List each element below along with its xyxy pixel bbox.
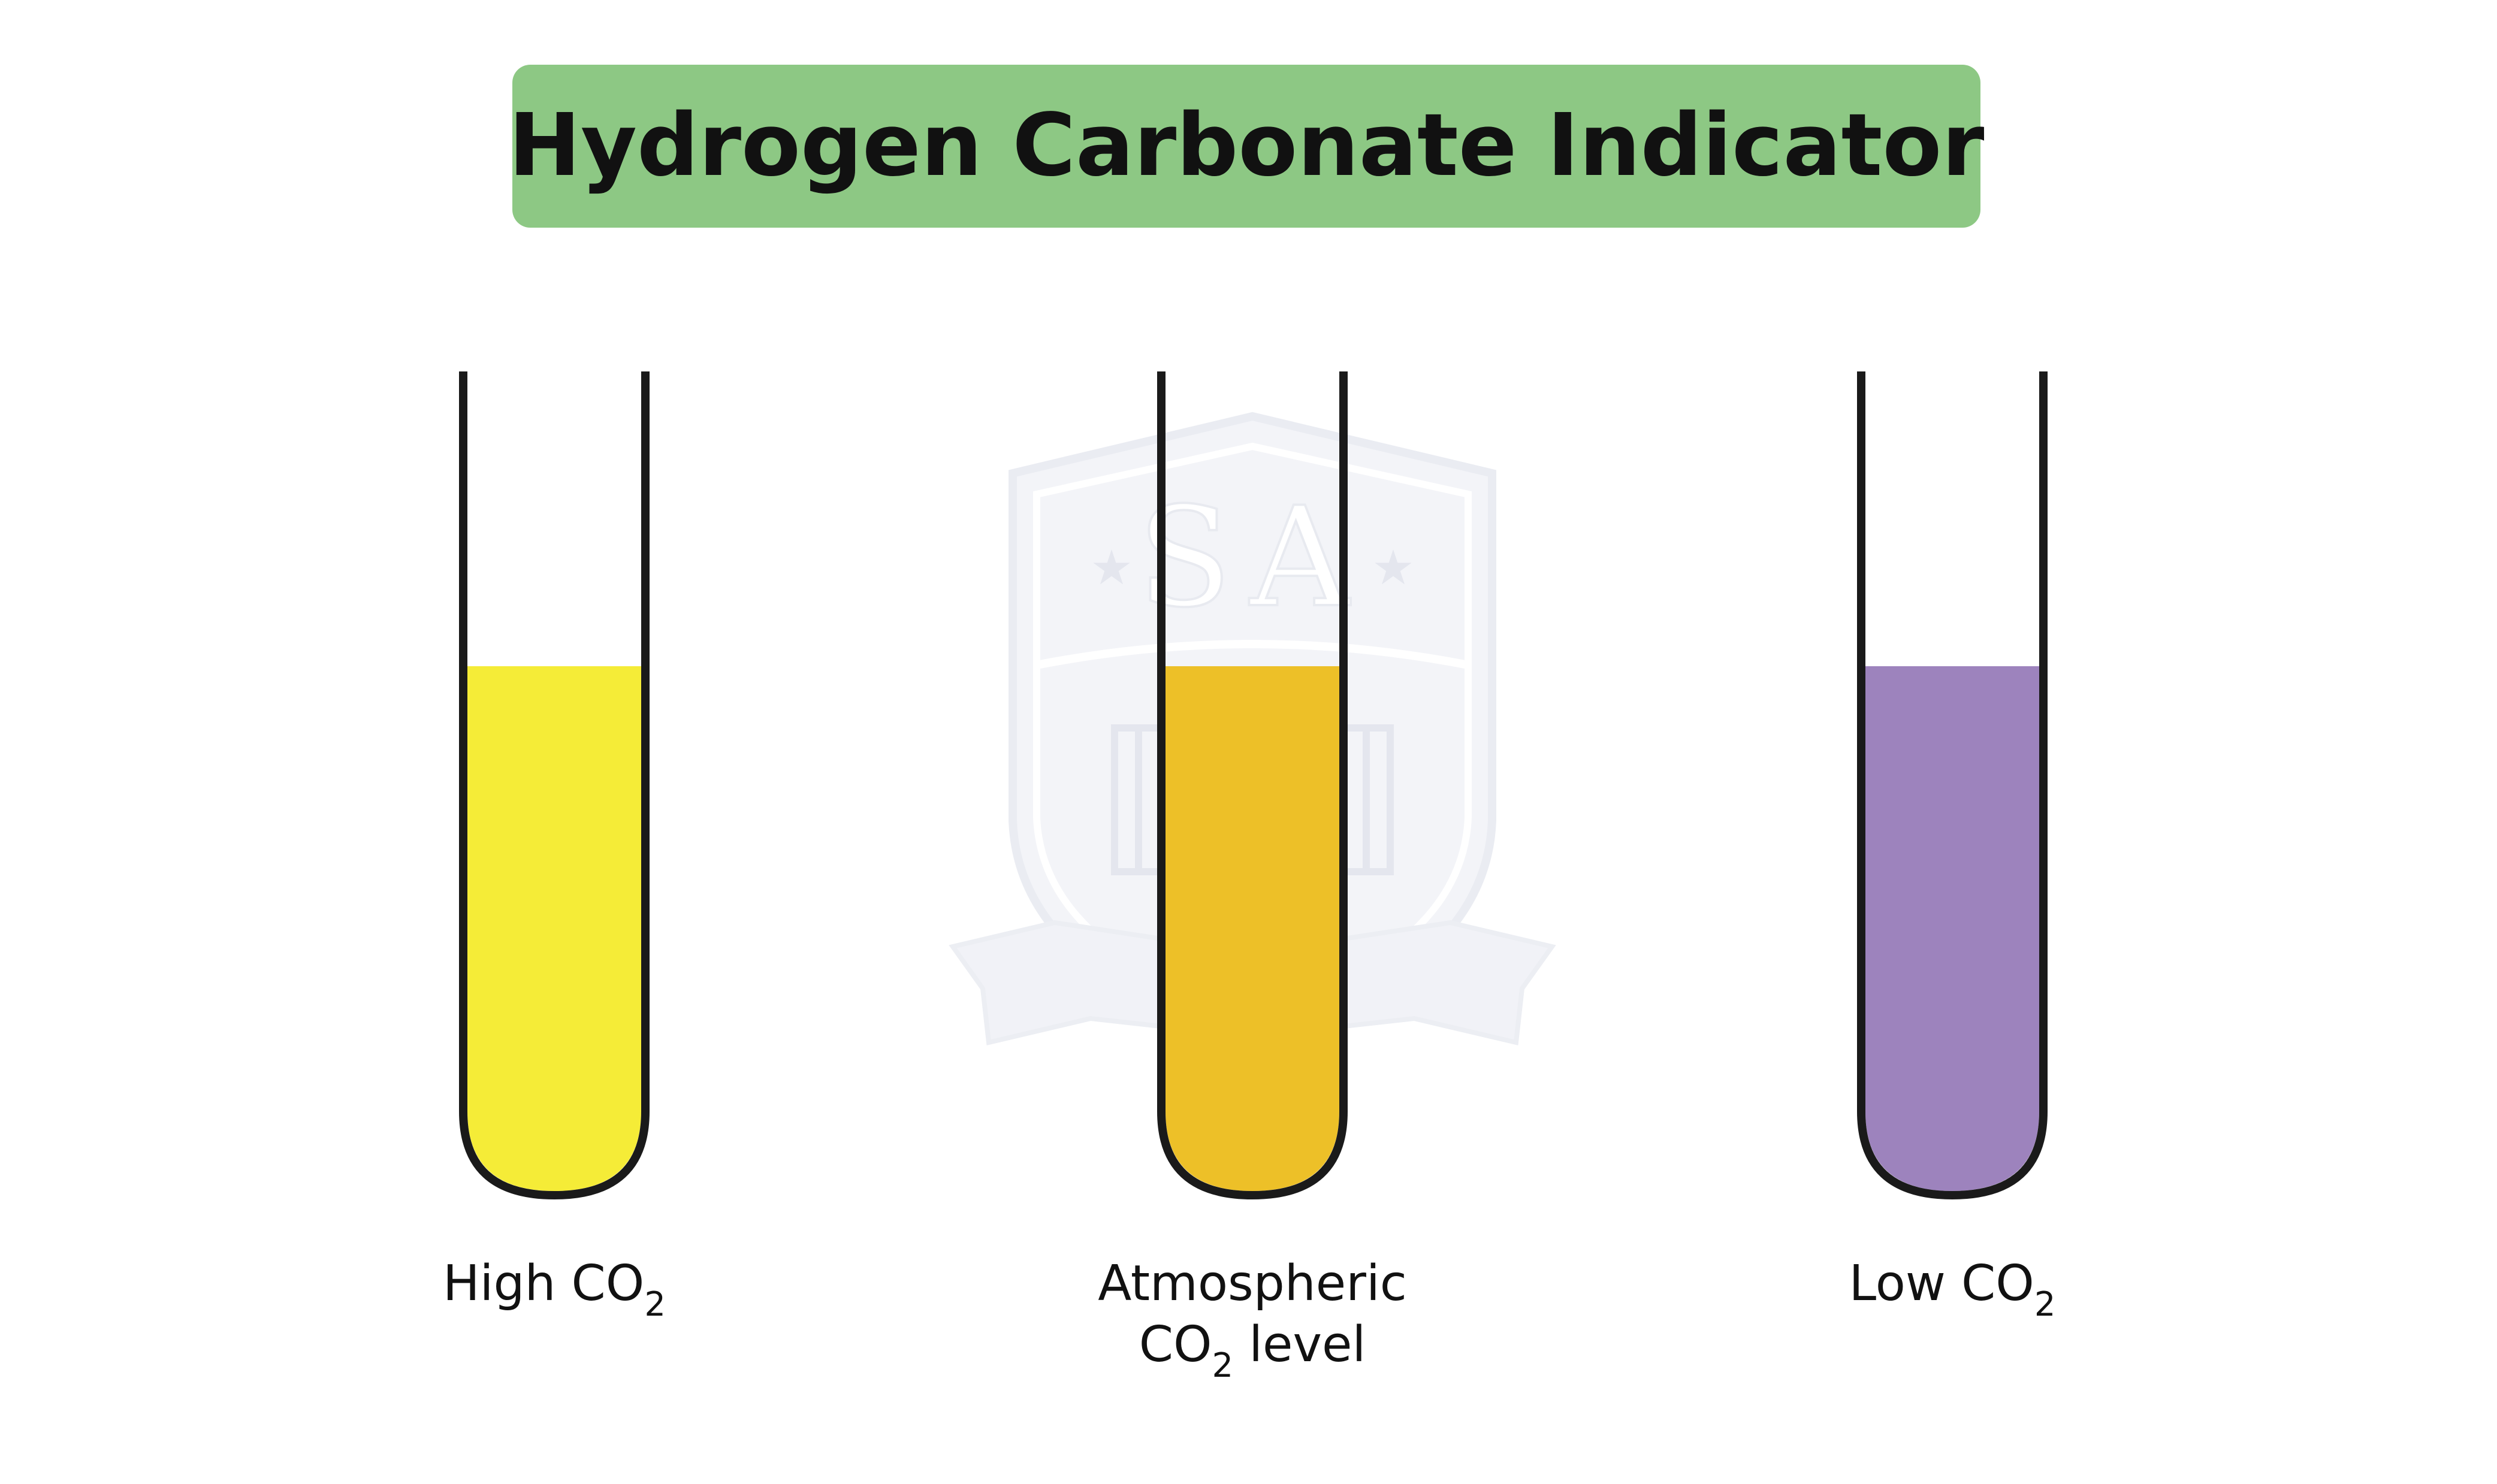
label-text-part: CO: [1139, 1316, 1212, 1373]
title-banner: Hydrogen Carbonate Indicator: [509, 65, 1985, 228]
watermark-star-left-icon: ★: [1090, 540, 1133, 596]
liquid-low: [1865, 666, 2039, 1191]
tube-label-line: High CO2: [443, 1255, 666, 1324]
tube-outline-high: [459, 371, 650, 1200]
tube-label-line: Low CO2: [1849, 1255, 2056, 1324]
subscript: 2: [2034, 1285, 2056, 1324]
tube-outline-atmospheric: [1157, 371, 1348, 1200]
test-tube-low: [1857, 371, 2048, 1200]
watermark-star-right-icon: ★: [1372, 540, 1415, 596]
label-text-part: level: [1233, 1316, 1366, 1373]
liquid-high: [467, 666, 641, 1191]
tube-label-high: High CO2: [443, 1255, 666, 1324]
tube-outline-low: [1857, 371, 2048, 1200]
label-text-part: Low CO: [1849, 1255, 2034, 1312]
label-text-part: High CO: [443, 1255, 644, 1312]
liquid-atmospheric: [1166, 666, 1339, 1191]
test-tubes-group: [459, 371, 2048, 1200]
watermark-letters: SA: [1137, 478, 1367, 638]
label-text-part: Atmospheric: [1098, 1255, 1407, 1312]
subscript: 2: [644, 1285, 666, 1324]
test-tube-atmospheric: [1157, 371, 1348, 1200]
tube-label-low: Low CO2: [1849, 1255, 2056, 1324]
test-tube-high: [459, 371, 650, 1200]
title-background: [512, 65, 1980, 228]
subscript: 2: [1212, 1346, 1234, 1385]
watermark-shield-arc: [1035, 640, 1469, 669]
tube-label-line: Atmospheric: [1098, 1255, 1407, 1312]
diagram-title: Hydrogen Carbonate Indicator: [509, 95, 1985, 195]
tube-label-line: CO2 level: [1139, 1316, 1366, 1385]
